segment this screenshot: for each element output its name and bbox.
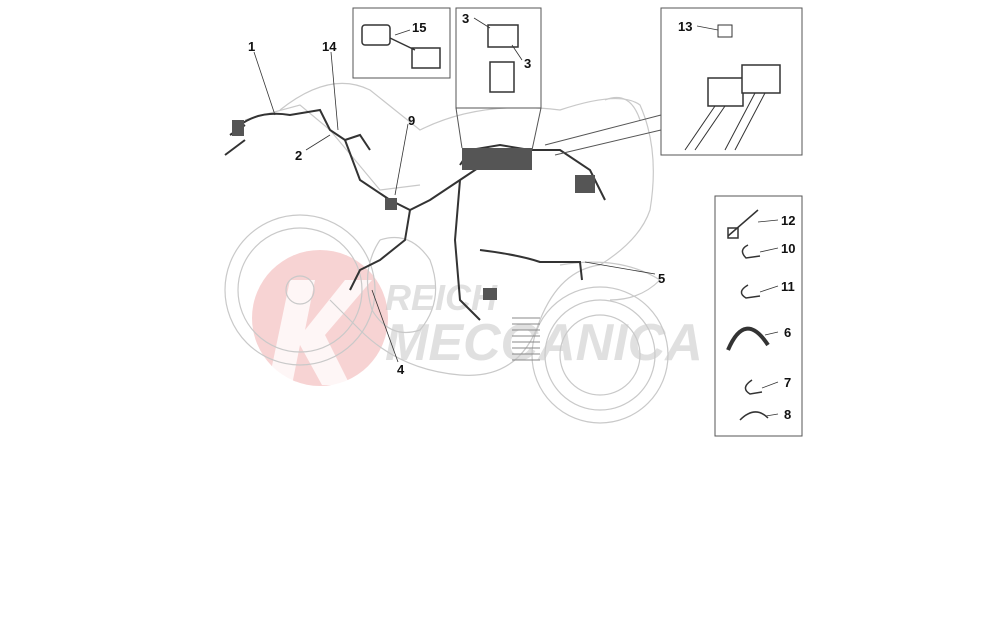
callout-2: 2 bbox=[295, 148, 302, 163]
callout-5: 5 bbox=[658, 271, 665, 286]
callout-11: 11 bbox=[781, 279, 795, 294]
inset-13 bbox=[660, 7, 803, 156]
radiator bbox=[512, 317, 540, 361]
callout-3b: 3 bbox=[524, 56, 531, 71]
callout-10: 10 bbox=[781, 241, 795, 256]
motorcycle-outline bbox=[224, 82, 669, 424]
wiring-harness bbox=[224, 108, 606, 321]
callout-14: 14 bbox=[322, 39, 337, 54]
callout-labels: 1 14 9 2 4 5 15 3 3 13 12 10 11 6 7 8 bbox=[248, 11, 795, 422]
leader-lines bbox=[253, 17, 779, 417]
callout-7: 7 bbox=[784, 375, 791, 390]
callout-1: 1 bbox=[248, 39, 255, 54]
harness-connectors bbox=[232, 120, 595, 300]
callout-12: 12 bbox=[781, 213, 795, 228]
callout-3a: 3 bbox=[462, 11, 469, 26]
inset-clips bbox=[714, 195, 803, 437]
callout-8: 8 bbox=[784, 407, 791, 422]
watermark-text-1: REICH bbox=[385, 277, 498, 318]
watermark-text-2: MECCANICA bbox=[385, 314, 703, 372]
callout-9: 9 bbox=[408, 113, 415, 128]
inset-15 bbox=[352, 7, 451, 79]
callout-13: 13 bbox=[678, 19, 692, 34]
inset-3 bbox=[455, 7, 542, 109]
callout-6: 6 bbox=[784, 325, 791, 340]
callout-4: 4 bbox=[397, 362, 405, 377]
callout-15: 15 bbox=[412, 20, 426, 35]
